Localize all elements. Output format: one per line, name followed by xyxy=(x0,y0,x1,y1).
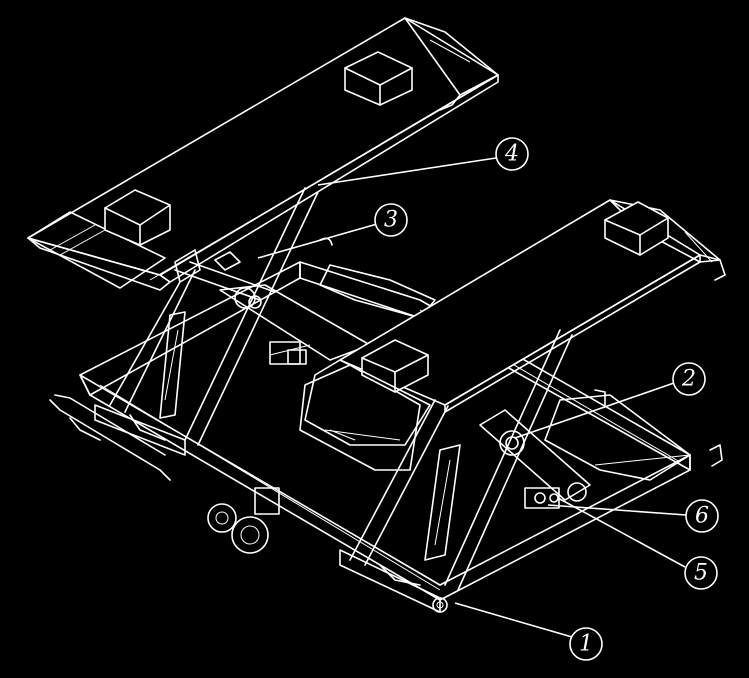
callout-4: 4 xyxy=(495,137,529,171)
left-scissor xyxy=(94,187,371,456)
callout-5: 5 xyxy=(684,556,718,590)
callout-6-label: 6 xyxy=(695,504,709,529)
left-platform xyxy=(27,17,499,291)
callout-1-label: 1 xyxy=(579,632,593,657)
callout-2: 2 xyxy=(672,362,706,396)
right-scissor xyxy=(339,329,591,613)
right-platform xyxy=(304,199,726,446)
base-frame xyxy=(49,261,723,601)
callout-6: 6 xyxy=(685,499,719,533)
callout-2-label: 2 xyxy=(681,367,696,392)
callout-1: 1 xyxy=(569,627,603,661)
callout-3: 3 xyxy=(374,203,408,237)
callout-5-label: 5 xyxy=(694,561,708,586)
callout-3-label: 3 xyxy=(384,208,398,233)
right-base-plate xyxy=(544,389,691,481)
callout-leaders xyxy=(257,157,687,638)
callout-4-label: 4 xyxy=(504,142,519,167)
